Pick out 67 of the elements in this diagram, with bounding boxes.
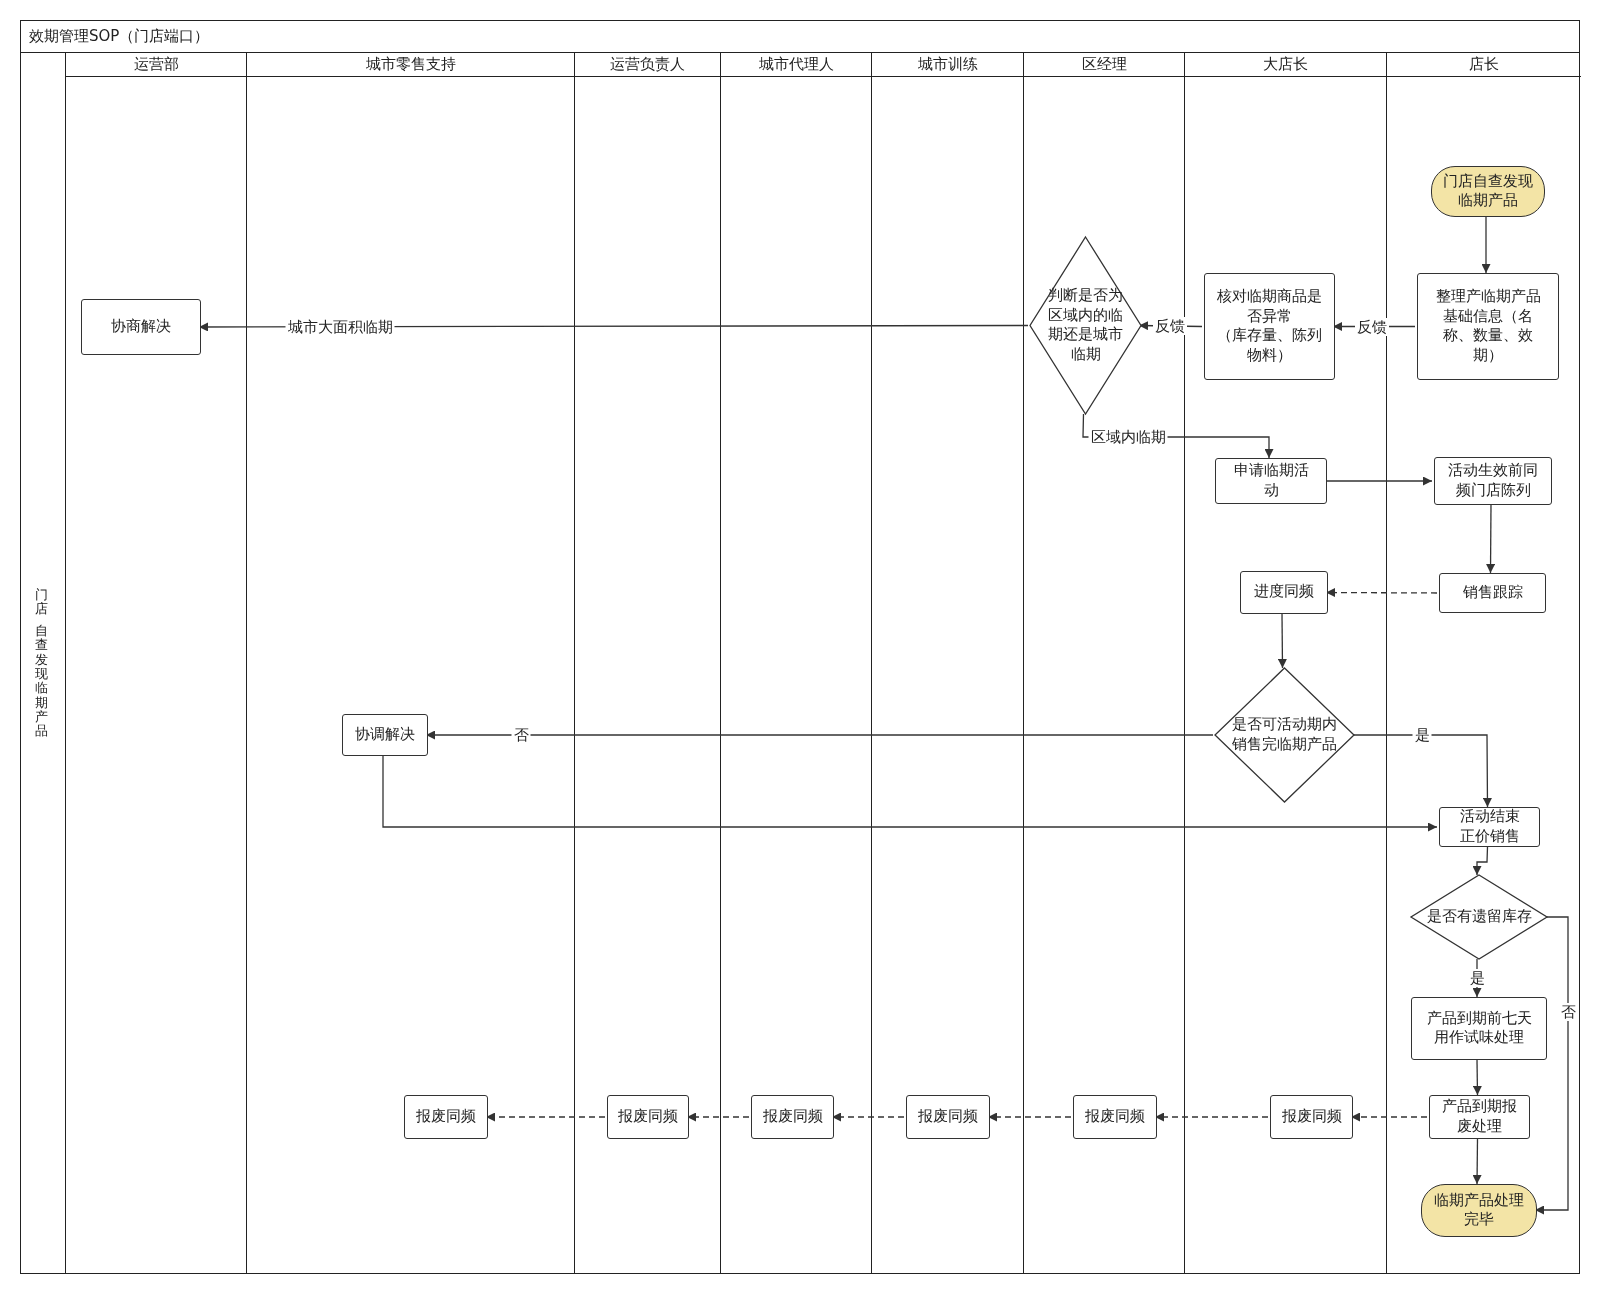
arrow (1481, 216, 1491, 274)
lane-header: 城市代理人 (721, 51, 871, 77)
process-box: 协商解决 (81, 298, 201, 355)
edge-label: 是 (1412, 726, 1432, 744)
swimlane (1023, 51, 1184, 1274)
swimlane (574, 51, 720, 1274)
edge-label: 反馈 (1153, 317, 1187, 335)
swimlane (1184, 51, 1386, 1274)
row-label: 门店 (35, 587, 48, 617)
decision-diamond: 是否有遗留库存 (1411, 874, 1547, 959)
arrow (1472, 1059, 1482, 1096)
decision-diamond: 判断是否为区域内的临期还是城市临期 (1030, 236, 1141, 414)
process-box: 销售跟踪 (1439, 572, 1546, 613)
edge-label: 区域内临期 (1088, 428, 1168, 446)
terminator: 临期产品处理完毕 (1421, 1183, 1537, 1237)
swimlane (871, 51, 1023, 1274)
edge-label: 反馈 (1355, 318, 1389, 336)
process-box: 产品到期前七天用作试味处理 (1411, 996, 1547, 1060)
arrow (1324, 476, 1433, 486)
edge-label: 城市大面积临期 (285, 318, 395, 336)
lane-header: 店长 (1387, 51, 1581, 77)
arrow (1472, 846, 1489, 876)
terminator: 门店自查发现临期产品 (1431, 165, 1545, 217)
arrow (485, 1112, 606, 1122)
arrow (1472, 1138, 1482, 1185)
swimlane (1386, 51, 1581, 1274)
process-box: 报废同频 (751, 1094, 834, 1139)
process-box: 报废同频 (1270, 1094, 1353, 1139)
process-box: 产品到期报废处理 (1429, 1094, 1530, 1139)
process-box: 进度同频 (1240, 570, 1328, 614)
arrow (831, 1112, 905, 1122)
lane-header: 城市训练 (872, 51, 1023, 77)
process-box: 报废同频 (404, 1094, 488, 1139)
lane-header: 运营负责人 (575, 51, 720, 77)
edge-label: 是 (1467, 969, 1487, 987)
lane-header: 运营部 (66, 51, 246, 77)
arrow (987, 1112, 1072, 1122)
lane-header: 区经理 (1024, 51, 1184, 77)
arrow (425, 730, 1214, 740)
arrow (686, 1112, 750, 1122)
arrow (1350, 1112, 1428, 1122)
process-box: 申请临期活动 (1215, 457, 1327, 504)
pool-title: 效期管理SOP（门店端口） (21, 21, 1579, 53)
process-box: 活动生效前同频门店陈列 (1434, 456, 1552, 505)
pool-frame (20, 20, 1580, 1274)
arrow (1277, 613, 1287, 669)
decision-diamond: 是否可活动期内销售完临期产品 (1215, 667, 1354, 802)
process-box: 报废同频 (906, 1094, 990, 1139)
process-box: 报废同频 (607, 1094, 689, 1139)
edge-label: 否 (1558, 1003, 1578, 1021)
process-box: 报废同频 (1073, 1094, 1157, 1139)
process-box: 整理产临期产品基础信息（名称、数量、效期） (1417, 272, 1559, 380)
arrow (1534, 916, 1569, 1215)
lane-header: 城市零售支持 (247, 51, 574, 77)
process-box: 协调解决 (342, 713, 428, 756)
process-box: 核对临期商品是否异常 （库存量、陈列物料） (1204, 272, 1335, 380)
swimlane (65, 51, 246, 1274)
arrow (1325, 588, 1438, 598)
process-box: 活动结束正价销售 (1439, 806, 1540, 847)
arrow (382, 755, 1438, 832)
arrow (1351, 734, 1492, 808)
arrow (1154, 1112, 1269, 1122)
arrow (1486, 504, 1496, 574)
swimlane (720, 51, 871, 1274)
edge-label: 否 (511, 726, 531, 744)
lane-header: 大店长 (1185, 51, 1386, 77)
row-label: 自查发现临期产品 (35, 624, 48, 739)
